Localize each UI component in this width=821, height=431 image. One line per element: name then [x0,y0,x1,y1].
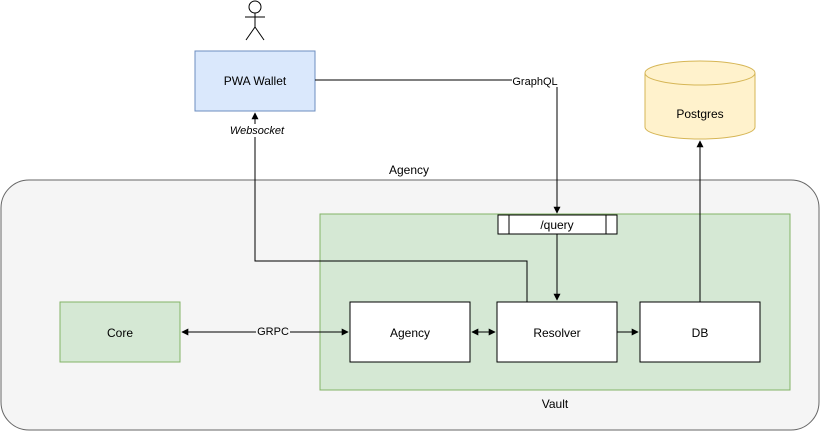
resolver-label: Resolver [533,326,580,340]
agency-container-label: Agency [389,163,429,177]
query-endpoint-label: /query [540,218,573,232]
agency-label: Agency [390,326,430,340]
db-node[interactable] [639,301,761,363]
vault-container-label: Vault [542,397,569,411]
core-node[interactable] [59,301,181,363]
pwa-wallet-node[interactable] [194,50,316,112]
grpc-edge-label: GRPC [257,326,289,338]
core-label: Core [107,326,133,340]
websocket-edge [251,112,528,302]
graphql-edge-label: GraphQL [512,76,557,88]
resolver-node[interactable] [496,301,618,363]
websocket-edge-label: Websocket [230,125,285,137]
postgres-label: Postgres [676,107,723,121]
postgres-node[interactable] [644,60,756,140]
agency-node[interactable] [349,301,471,363]
user-actor-icon [245,0,265,41]
pwa-wallet-label: PWA Wallet [224,74,287,88]
db-label: DB [692,326,709,340]
